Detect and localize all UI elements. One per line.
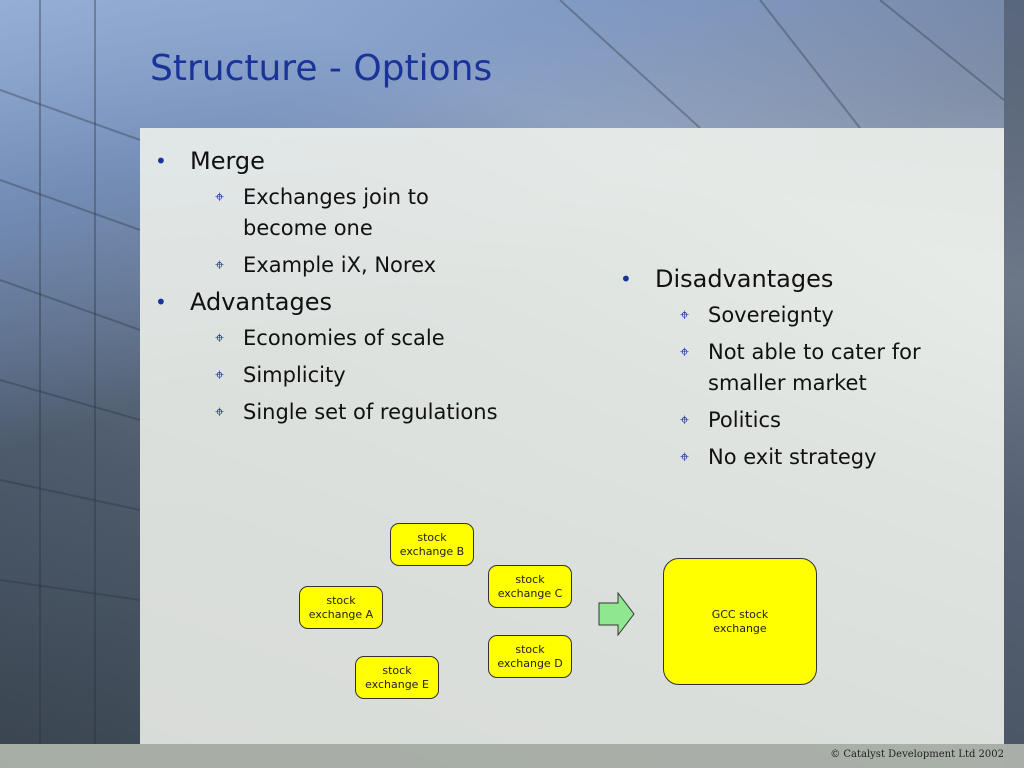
sub-bullet-label: Single set of regulations xyxy=(243,400,498,424)
bullet-merge: • Merge xyxy=(155,146,515,176)
bullet-advantages: • Advantages xyxy=(155,287,515,317)
sub-bullet-label: Sovereignty xyxy=(708,303,834,327)
bullet-disadvantages: • Disadvantages xyxy=(620,264,1000,294)
sub-bullet: ⌖ Politics xyxy=(620,405,1000,436)
sub-bullet-label: Simplicity xyxy=(243,363,346,387)
crosshair-bullet-icon: ⌖ xyxy=(215,255,225,274)
sub-bullet: ⌖ Economies of scale xyxy=(155,323,515,354)
crosshair-bullet-icon: ⌖ xyxy=(215,328,225,347)
sub-bullet-label: Not able to cater for smaller market xyxy=(708,340,921,395)
crosshair-bullet-icon: ⌖ xyxy=(215,365,225,384)
sub-bullet-label: Example iX, Norex xyxy=(243,253,437,277)
crosshair-bullet-icon: ⌖ xyxy=(680,342,690,361)
sub-bullet: ⌖ Exchanges join to become one xyxy=(155,182,515,244)
crosshair-bullet-icon: ⌖ xyxy=(215,402,225,421)
crosshair-bullet-icon: ⌖ xyxy=(215,187,225,206)
bullet-label: Advantages xyxy=(190,288,332,316)
sub-bullet-label: Politics xyxy=(708,408,781,432)
bullet-label: Disadvantages xyxy=(655,265,834,293)
left-bullet-list: • Merge ⌖ Exchanges join to become one ⌖… xyxy=(155,146,515,434)
copyright-footer: © Catalyst Development Ltd 2002 xyxy=(830,749,1004,760)
bullet-dot-icon: • xyxy=(620,267,632,291)
stock-exchange-c-box: stock exchange C xyxy=(488,565,572,608)
bullet-dot-icon: • xyxy=(155,290,167,314)
sub-bullet: ⌖ No exit strategy xyxy=(620,442,1000,473)
bullet-dot-icon: • xyxy=(155,149,167,173)
content-panel xyxy=(140,128,1004,744)
crosshair-bullet-icon: ⌖ xyxy=(680,447,690,466)
sub-bullet: ⌖ Not able to cater for smaller market xyxy=(620,337,1000,399)
sub-bullet: ⌖ Simplicity xyxy=(155,360,515,391)
sub-bullet-label: Economies of scale xyxy=(243,326,445,350)
stock-exchange-d-box: stock exchange D xyxy=(488,635,572,678)
gcc-stock-exchange-box: GCC stock exchange xyxy=(663,558,817,685)
slide-title: Structure - Options xyxy=(150,48,493,89)
crosshair-bullet-icon: ⌖ xyxy=(680,305,690,324)
sub-bullet-label: Exchanges join to become one xyxy=(243,185,429,240)
crosshair-bullet-icon: ⌖ xyxy=(680,410,690,429)
merge-arrow-icon xyxy=(598,592,635,636)
sub-bullet: ⌖ Example iX, Norex xyxy=(155,250,515,281)
right-bullet-list: • Disadvantages ⌖ Sovereignty ⌖ Not able… xyxy=(620,264,1000,479)
stock-exchange-e-box: stock exchange E xyxy=(355,656,439,699)
bullet-label: Merge xyxy=(190,147,265,175)
stock-exchange-b-box: stock exchange B xyxy=(390,523,474,566)
sub-bullet-label: No exit strategy xyxy=(708,445,877,469)
sub-bullet: ⌖ Single set of regulations xyxy=(155,397,515,428)
stock-exchange-a-box: stock exchange A xyxy=(299,586,383,629)
sub-bullet: ⌖ Sovereignty xyxy=(620,300,1000,331)
